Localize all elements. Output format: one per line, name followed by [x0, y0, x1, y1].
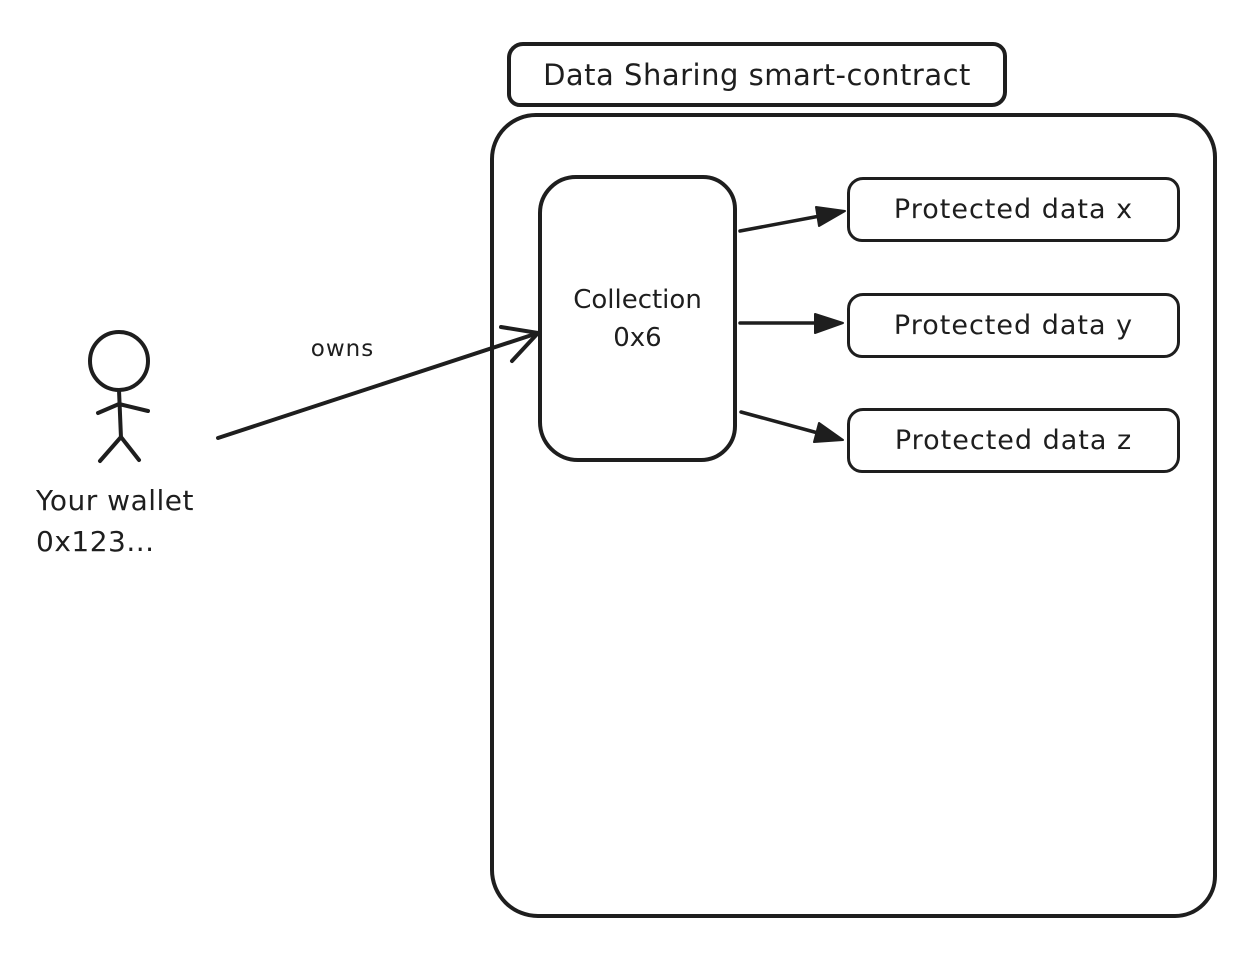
- smart-contract-container: [490, 113, 1217, 918]
- collection-box: Collection 0x6: [538, 175, 737, 462]
- protected-data-x-box: Protected data x: [847, 177, 1180, 242]
- wallet-label: Your wallet 0x123...: [36, 480, 194, 562]
- stick-figure-icon: [88, 330, 150, 463]
- collection-label-line1: Collection: [573, 284, 702, 315]
- wallet-label-line1: Your wallet: [36, 484, 194, 517]
- protected-data-x-label: Protected data x: [893, 194, 1134, 225]
- contract-title-box: Data Sharing smart-contract: [507, 42, 1007, 107]
- wallet-label-line2: 0x123...: [36, 525, 155, 558]
- protected-data-z-box: Protected data z: [847, 408, 1180, 473]
- protected-data-y-box: Protected data y: [847, 293, 1180, 358]
- protected-data-z-label: Protected data z: [894, 425, 1133, 456]
- protected-data-y-label: Protected data y: [893, 310, 1134, 341]
- contract-title: Data Sharing smart-contract: [543, 57, 971, 92]
- collection-label-line2: 0x6: [613, 322, 662, 353]
- owns-edge-label: owns: [310, 336, 375, 362]
